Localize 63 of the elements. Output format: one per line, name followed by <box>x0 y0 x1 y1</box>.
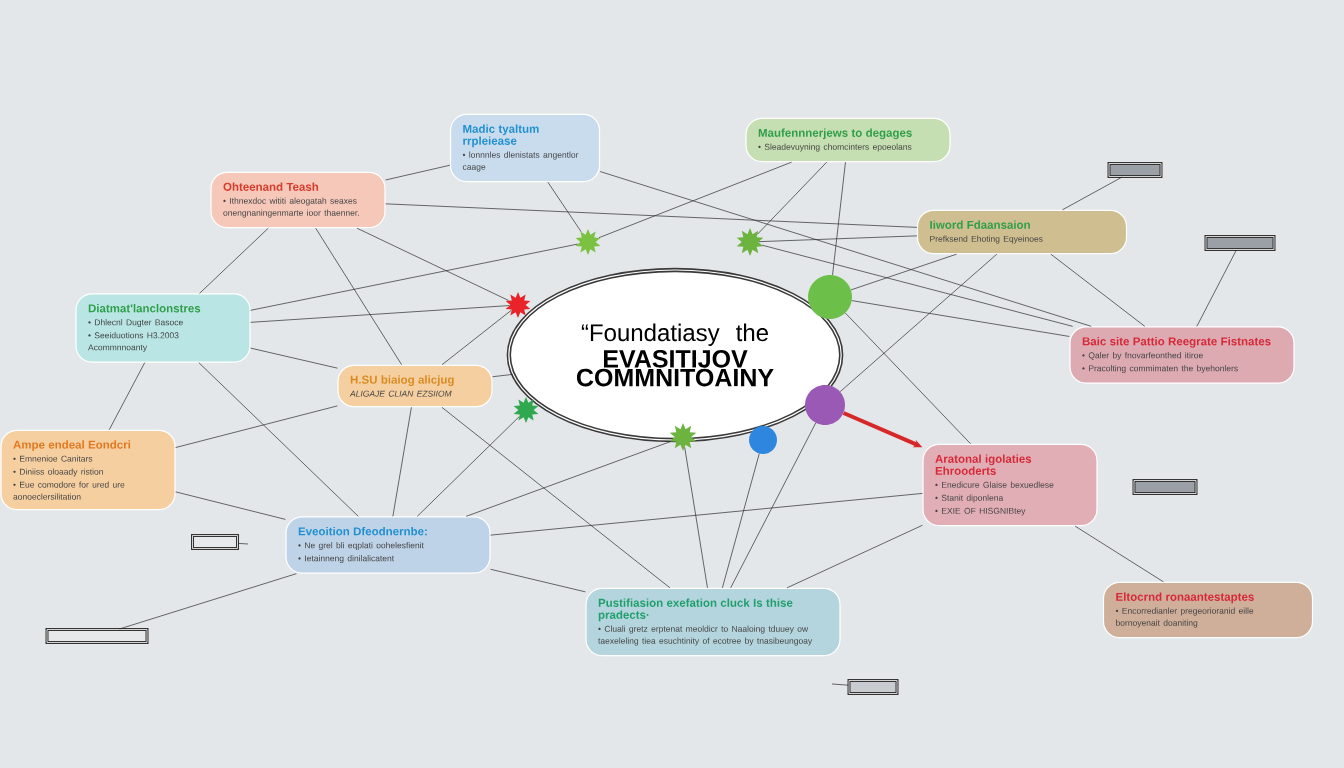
connector-line <box>490 568 586 593</box>
connector-line <box>547 181 582 233</box>
connector-line <box>392 406 412 517</box>
dot <box>805 385 845 425</box>
label-box <box>191 534 239 550</box>
connector-line <box>441 309 512 366</box>
connector-line <box>722 453 760 589</box>
dot <box>749 426 777 454</box>
dot <box>808 275 852 319</box>
connector-line <box>237 543 249 545</box>
topic-bubble: Pustifiasion exefation cluck Is thise pradects· • Cluali gretz erptenat meoldicr to Naaloing tduuey ow taexeleling tiea esuchtinity of ecotree by tnasibeungoay <box>585 587 841 657</box>
connector-line <box>1050 253 1146 327</box>
topic-bubble: Eltocrnd ronaantestaptes • Encorredianler pregeorioranid eille bornoyenait doaniting <box>1102 581 1314 639</box>
connector-line <box>1062 176 1123 211</box>
label-box <box>1132 479 1198 495</box>
connector-line <box>490 493 923 536</box>
topic-bubble: Diatmat'lanclonstres • Dhlecnl Dugter Basoce • Seeiduotions H3.2003 Acommnnoanty <box>75 293 251 363</box>
label-box <box>45 628 149 644</box>
topic-bubble: Iiword Fdaansaion Prefksend Ehoting Eqyeinoes <box>916 209 1128 255</box>
connector-line <box>839 253 998 393</box>
connector-line <box>684 447 708 589</box>
topic-bubble: H.SU biaiog alicjug ALIGAJE CLIAN EZSIIOM <box>337 364 493 408</box>
connector-line <box>250 347 338 369</box>
label-box <box>1107 162 1163 178</box>
connector-line <box>119 573 297 630</box>
connector-line <box>175 405 338 448</box>
connector-line <box>598 161 792 239</box>
connector-line <box>492 374 513 378</box>
connector-line <box>441 406 671 589</box>
connector-line <box>850 253 957 291</box>
connector-line <box>108 362 146 431</box>
connector-line <box>758 235 918 242</box>
label-box <box>1204 235 1276 251</box>
connector-line <box>757 161 828 235</box>
connector-line <box>250 305 510 323</box>
connector-line <box>831 683 849 686</box>
topic-bubble: Baic site Pattio Reegrate Fistnates • Qaler by fnovarfeonthed itiroe • Pracolting commimaten the byehonlers <box>1069 326 1295 384</box>
connector-line <box>786 524 923 589</box>
connector-line <box>385 203 918 228</box>
connector-line <box>465 441 671 517</box>
connector-line <box>175 491 286 520</box>
topic-bubble: Madic tyaltum rrpleiease • lonnnles dlenistats angentlor caage <box>449 113 601 183</box>
connector-line <box>385 164 451 181</box>
connector-line <box>416 416 520 517</box>
topic-bubble: Aratonal igolaties Ehrooderts • Enedicure Glaise bexuedlese • Stanit diponlena • EXIE OF HISGNIBtey <box>922 443 1098 527</box>
connector-line <box>356 227 510 301</box>
connector-line <box>832 161 846 276</box>
connector-line <box>315 227 402 366</box>
label-box <box>847 679 899 695</box>
connector-line <box>1196 249 1237 327</box>
connector-line <box>599 171 1092 327</box>
connector-line <box>198 362 359 517</box>
topic-bubble: Eveoition Dfeodnernbe: • Ne grel bli eqplati oohelesfienit • Ietainneng dinilalicatent <box>285 516 491 574</box>
connector-line <box>845 312 971 445</box>
connector-line <box>762 244 1073 327</box>
topic-bubble: Ampe endeal Eondcri • Emnenioe Canitars • Diniiss oloaady ristion • Eue comodore for ured ure aonoeclersilitation <box>0 429 176 511</box>
connector-line <box>1074 525 1164 583</box>
topic-bubble: Maufennnerjews to degages • Sleadevuyning chomcinters epoeolans <box>745 117 951 163</box>
topic-bubble: Ohteenand Teash • Ithnexdoc wititi aleogatah seaxes onengnaningenmarte ioor thaenner. <box>210 171 386 229</box>
connector-line <box>199 227 269 294</box>
connector-line <box>851 300 1070 337</box>
connector-line <box>250 243 578 311</box>
connector-line <box>730 422 817 589</box>
